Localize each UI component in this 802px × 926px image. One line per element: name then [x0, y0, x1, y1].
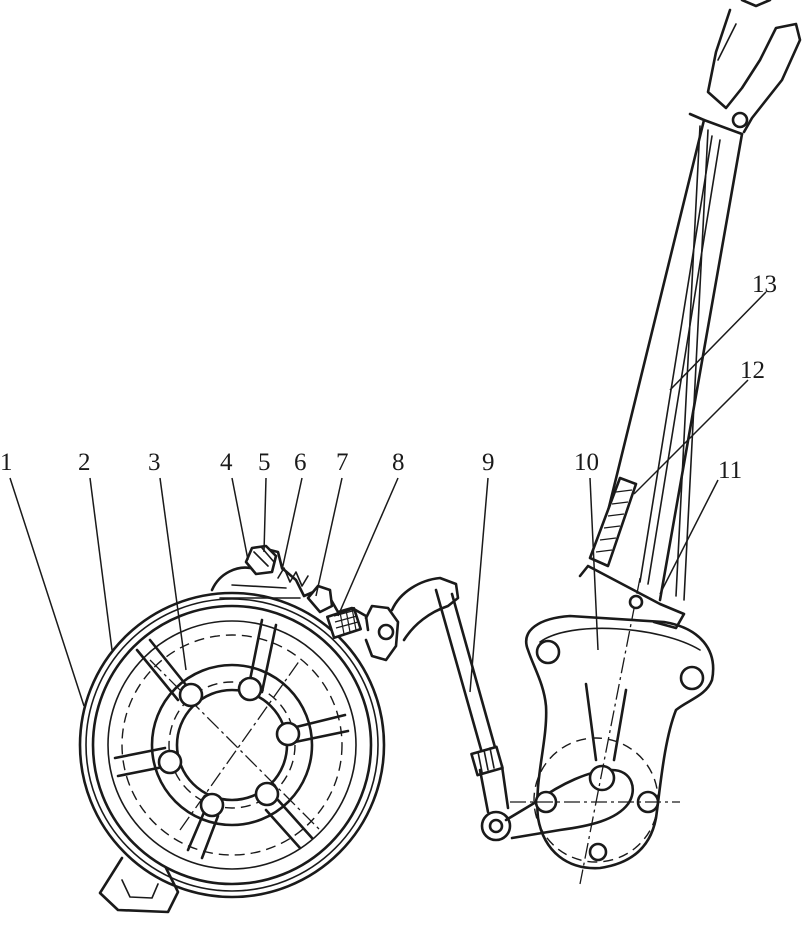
bell-crank-arm — [390, 576, 460, 642]
backing-plate-edge — [91, 604, 373, 886]
leader-1 — [9, 477, 85, 707]
hub-bolt-holes — [157, 676, 301, 818]
callout-9: 9 — [482, 449, 495, 476]
ratchet-sector — [588, 476, 638, 568]
sleeve-threads — [477, 747, 495, 773]
crank-hole-bottom — [588, 842, 608, 862]
clevis-pin — [377, 623, 395, 641]
release-button — [731, 111, 749, 129]
callout-5: 5 — [258, 449, 271, 476]
callout-labels: 1 2 3 4 5 6 7 8 9 10 11 12 13 — [0, 271, 777, 484]
brake-drum-assembly — [78, 591, 386, 914]
leader-9 — [469, 477, 489, 693]
callout-11: 11 — [718, 457, 742, 484]
rod-end-pin — [488, 818, 504, 834]
pull-rod — [434, 588, 500, 762]
bracket-mount-hole-left — [535, 639, 561, 665]
handle-grip-edge — [717, 23, 737, 61]
rod-lower-end — [478, 764, 510, 814]
leader-lines — [9, 291, 767, 707]
leader-7 — [315, 477, 343, 597]
shoe-hidden-outline — [121, 634, 343, 856]
callout-12: 12 — [740, 357, 765, 384]
leader-12 — [633, 379, 749, 495]
leader-6 — [281, 477, 303, 571]
lever-handle-grip — [706, 8, 802, 134]
lever-shaft-top — [688, 112, 744, 136]
callout-3: 3 — [148, 449, 161, 476]
hub-flange — [150, 663, 314, 827]
actuator-cluster — [210, 544, 400, 662]
actuator-housing-edges — [219, 584, 301, 599]
cable-clevis — [364, 604, 400, 662]
drum-outer-rim — [78, 591, 386, 899]
callout-13: 13 — [752, 271, 777, 298]
leader-4 — [231, 477, 249, 561]
bracket-mount-hole-right — [679, 665, 705, 691]
lever-bracket-assembly — [504, 577, 715, 885]
release-rod — [639, 135, 721, 585]
handle-top-edge — [740, 0, 772, 8]
hub-center-lines — [149, 659, 321, 831]
callout-2: 2 — [78, 449, 91, 476]
leader-11 — [659, 479, 719, 595]
hub-hidden-outline — [168, 681, 296, 809]
leader-8 — [337, 477, 399, 617]
drum-mounting-tab — [98, 856, 180, 914]
drum-rim-inner-edge — [85, 598, 379, 892]
brake-shoe-ring — [107, 620, 357, 870]
leader-10 — [589, 477, 599, 651]
bracket-inner-arm — [584, 682, 628, 762]
callout-1: 1 — [0, 449, 13, 476]
callout-6: 6 — [294, 449, 307, 476]
return-spring — [277, 567, 309, 587]
callout-10: 10 — [574, 449, 599, 476]
leader-13 — [669, 291, 767, 391]
ratchet-teeth — [595, 489, 633, 553]
callout-8: 8 — [392, 449, 405, 476]
callout-7: 7 — [336, 449, 349, 476]
ratchet-pawl — [578, 564, 686, 630]
crank-lever — [504, 768, 634, 840]
rod-end-eye — [480, 810, 512, 842]
connecting-rod-assembly — [390, 576, 512, 842]
lever-shaft — [594, 118, 744, 602]
leader-5 — [263, 477, 267, 553]
hand-lever-assembly — [578, 0, 802, 630]
pawl-pivot — [628, 594, 644, 610]
lever-axis-centerline — [579, 577, 641, 885]
ratchet-rod — [675, 125, 709, 601]
leader-2 — [89, 477, 113, 651]
actuating-lever — [306, 584, 334, 614]
crank-pivot — [588, 764, 616, 792]
block-hatching — [333, 607, 359, 635]
leader-3 — [159, 477, 187, 671]
bracket-top-edge — [539, 627, 701, 651]
callout-4: 4 — [220, 449, 233, 476]
